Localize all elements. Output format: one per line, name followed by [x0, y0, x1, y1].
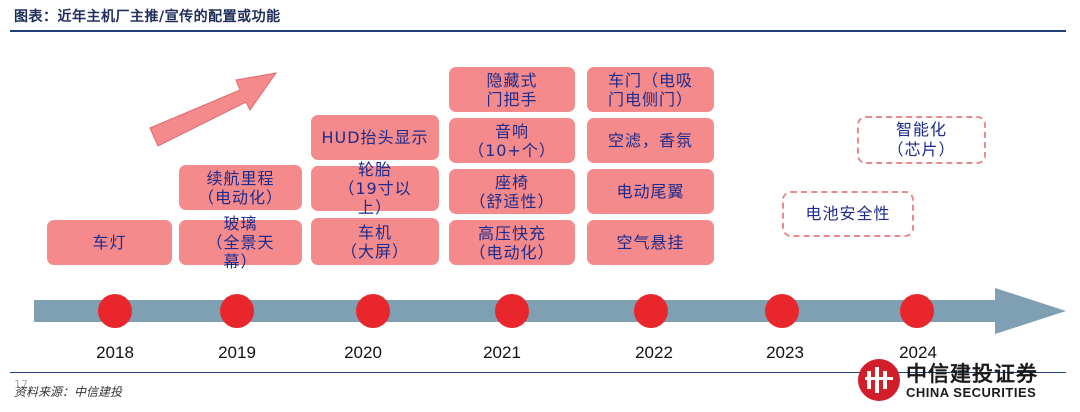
year-label-2024: 2024: [899, 343, 937, 362]
logo-name-cn: 中信建投证券: [906, 362, 1038, 386]
timeline-dot: [765, 294, 799, 328]
feature-box-audio: 音响 （10+个）: [449, 118, 575, 163]
year-label-2022: 2022: [635, 343, 673, 362]
feature-box-range: 续航里程 （电动化）: [179, 165, 302, 210]
year-label-2023: 2023: [766, 343, 804, 362]
feature-box-spoiler: 电动尾翼: [587, 169, 714, 214]
feature-box-air-filter: 空滤，香氛: [587, 118, 714, 163]
timeline-dot: [220, 294, 254, 328]
feature-box-car-lights: 车灯: [47, 220, 172, 265]
feature-box-air-suspension: 空气悬挂: [587, 220, 714, 265]
year-label-2021: 2021: [483, 343, 521, 362]
logo-name-en: CHINA SECURITIES: [906, 385, 1037, 400]
citic-emblem-icon: [858, 359, 900, 401]
feature-box-battery-safety: 电池安全性: [782, 191, 914, 237]
timeline-dot: [356, 294, 390, 328]
feature-box-glass: 玻璃 （全景天 幕）: [179, 214, 302, 271]
feature-box-infotainment: 车机 （大屏）: [311, 218, 439, 265]
feature-box-electric-doors: 车门（电吸 门电侧门）: [587, 67, 714, 112]
feature-box-seats: 座椅 （舒适性）: [449, 169, 575, 214]
year-label-2019: 2019: [218, 343, 256, 362]
source-note: 资料来源：中信建投: [14, 385, 123, 399]
feature-box-fast-charging: 高压快充 （电动化）: [449, 220, 575, 265]
top-divider: [10, 30, 1066, 32]
timeline-dot: [900, 294, 934, 328]
timeline-arrow: [34, 288, 1066, 334]
page-number: 17: [14, 378, 28, 391]
timeline-dot: [495, 294, 529, 328]
company-logo: 中信建投证券 CHINA SECURITIES: [856, 354, 1066, 406]
year-label-2018: 2018: [96, 343, 134, 362]
year-label-2020: 2020: [344, 343, 382, 362]
feature-box-tires: 轮胎 （19寸以 上）: [311, 160, 439, 217]
bottom-divider: [10, 372, 1066, 373]
feature-box-hud: HUD抬头显示: [311, 115, 439, 160]
feature-box-intelligence: 智能化 （芯片）: [857, 116, 986, 164]
growth-arrow-icon: [149, 72, 278, 147]
timeline-dot: [98, 294, 132, 328]
chart-title: 图表：近年主机厂主推/宣传的配置或功能: [14, 9, 281, 25]
timeline-dot: [634, 294, 668, 328]
feature-box-hidden-handles: 隐藏式 门把手: [449, 67, 575, 112]
